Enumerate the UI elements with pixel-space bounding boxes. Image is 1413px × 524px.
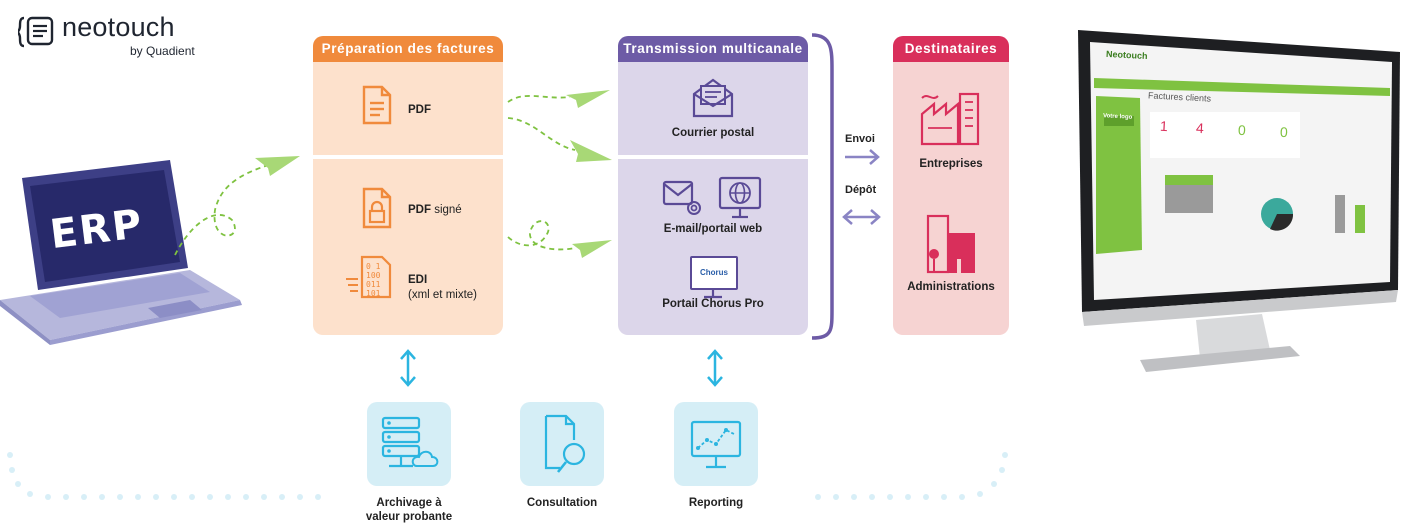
transmission-header: Transmission multicanale [618, 36, 808, 62]
edi-binary-icon: 0 1 100 011 101 [346, 255, 392, 299]
transmission-postal-panel [618, 62, 808, 155]
companies-label: Entreprises [919, 158, 983, 170]
monitor-brand: Neotouch [1105, 48, 1148, 62]
flow-connector-pdf-email [507, 117, 576, 151]
monitor-illustration [1078, 30, 1400, 372]
flow-connector-erp [174, 159, 286, 256]
transmission-bracket [811, 33, 834, 340]
preparation-signed-panel [313, 159, 503, 335]
transmission-digital-panel [618, 159, 808, 335]
edi-label: EDI (xml et mixte) [408, 273, 477, 303]
svg-text:0 1: 0 1 [366, 262, 381, 271]
logo [16, 12, 58, 57]
vertical-double-arrow-icon [707, 349, 723, 387]
pdf-document-icon [362, 85, 392, 125]
logo-name: neotouch [62, 12, 175, 42]
svg-text:101: 101 [366, 289, 381, 298]
logo-byline: by Quadient [130, 44, 195, 58]
consultation-label: Consultation [526, 497, 598, 509]
monitor-kpi-3: 0 [1237, 121, 1247, 139]
edi-label-bold: EDI [408, 274, 428, 286]
reporting-chart-monitor-icon [690, 420, 742, 469]
monitor-stand-icon [704, 288, 722, 299]
postal-label: Courrier postal [671, 127, 755, 139]
send-label: Envoi [845, 133, 875, 145]
flow-connector-edi-chorus [507, 220, 576, 251]
laptop-illustration [0, 160, 242, 345]
pdf-label: PDF [408, 103, 431, 118]
send-arrow-icon [845, 149, 880, 165]
svg-text:100: 100 [366, 271, 381, 280]
paper-plane-icon [572, 240, 612, 258]
chorus-label: Portail Chorus Pro [662, 298, 764, 310]
chorus-logo-text: Chorus [700, 268, 728, 277]
envelope-letter-icon [692, 78, 734, 118]
edi-label-rest: (xml et mixte) [408, 289, 477, 301]
monitor-kpi-4: 0 [1279, 123, 1289, 141]
administrations-label: Administrations [907, 281, 995, 293]
signed-pdf-label: PDF signé [408, 203, 462, 218]
factory-building-icon [920, 92, 980, 146]
archive-label: Archivage à valeur probante [354, 496, 464, 524]
svg-text:011: 011 [366, 280, 381, 289]
dotted-line-right [815, 452, 1008, 500]
preparation-header: Préparation des factures [313, 36, 503, 62]
monitor-kpi-1: 1 [1159, 117, 1169, 135]
neotouch-logo-icon [16, 16, 54, 48]
recipients-panel [893, 62, 1009, 335]
archive-server-cloud-icon [381, 416, 439, 468]
deposit-label: Dépôt [845, 184, 877, 196]
consultation-document-search-icon [544, 414, 586, 473]
consultation-tool[interactable] [520, 402, 604, 486]
paper-plane-icon [255, 156, 300, 176]
paper-plane-icon [566, 90, 610, 108]
bidirectional-arrow-icon [842, 209, 881, 225]
signed-pdf-lock-icon [362, 187, 392, 229]
dotted-line-left [7, 452, 321, 500]
administration-building-icon [926, 214, 975, 274]
paper-plane-icon [570, 140, 612, 162]
archive-tool[interactable] [367, 402, 451, 486]
vertical-double-arrow-icon [400, 349, 416, 387]
recipients-header: Destinataires [893, 36, 1009, 62]
email-at-icon [662, 180, 701, 215]
chorus-portal-screen: Chorus [690, 256, 738, 290]
monitor-kpi-2: 4 [1195, 119, 1205, 137]
archive-label-line1: Archivage à [376, 497, 442, 509]
reporting-tool[interactable] [674, 402, 758, 486]
web-portal-globe-icon [718, 176, 762, 219]
pdf-label-text: PDF [408, 104, 431, 116]
signed-pdf-label-rest: signé [431, 204, 462, 216]
email-web-label: E-mail/portail web [663, 223, 763, 235]
archive-label-line2: valeur probante [365, 511, 453, 523]
reporting-label: Reporting [688, 497, 744, 509]
preparation-pdf-panel [313, 62, 503, 155]
signed-pdf-label-bold: PDF [408, 204, 431, 216]
flow-connector-pdf-postal [507, 95, 571, 103]
